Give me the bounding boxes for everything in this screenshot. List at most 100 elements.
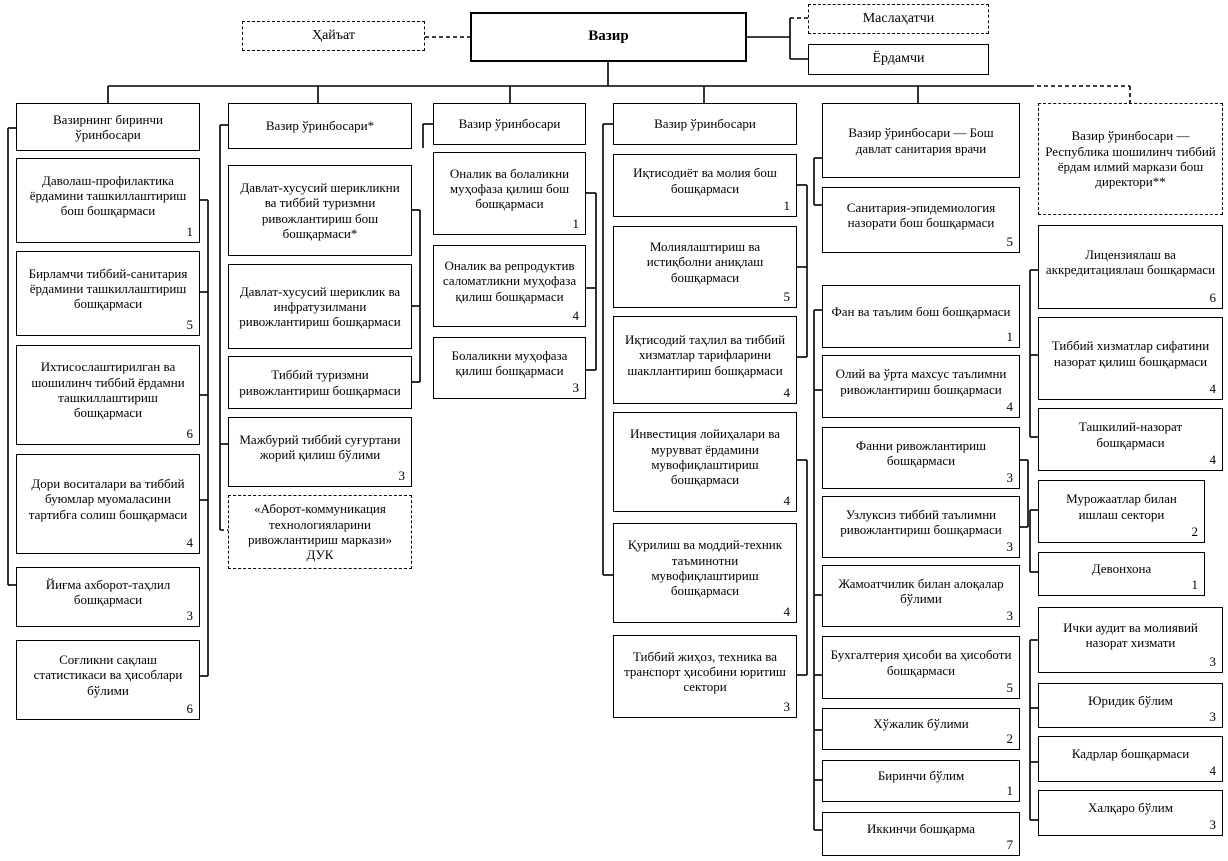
unit-label: Тиббий хизматлар сифатини назорат қилиш … (1051, 338, 1210, 369)
unit-box: Инвестиция лойиҳалари ва мурувват ёрдами… (613, 412, 797, 512)
unit-label: Санитария-эпидемиология назорати бош бош… (846, 199, 996, 230)
advisor-box: Маслаҳатчи (808, 4, 989, 34)
staff-count: 3 (783, 698, 791, 714)
unit-box: Санитария-эпидемиология назорати бош бош… (822, 187, 1020, 253)
staff-count: 2 (1006, 730, 1014, 746)
unit-label: Бирламчи тиббий-санитария ёрдамини ташки… (28, 265, 188, 312)
staff-count: 5 (1006, 679, 1014, 695)
unit-box: Мажбурий тиббий суғуртани жорий қилиш бў… (228, 417, 412, 487)
unit-label: Давлат-хусусий шериклик ва инфратузилман… (239, 283, 401, 330)
staff-count: 3 (1006, 469, 1014, 485)
unit-label: Девонхона (1091, 561, 1152, 577)
minister-label: Вазир (588, 28, 629, 45)
unit-box: Иқтисодий таҳлил ва тиббий хизматлар тар… (613, 316, 797, 404)
unit-label: Бухгалтерия ҳисоби ва ҳисоботи бошқармас… (830, 647, 1012, 678)
unit-box: Ички аудит ва молиявий назорат хизмати 3 (1038, 607, 1223, 673)
unit-box: Соғликни сақлаш статистикаси ва ҳисоблар… (16, 640, 200, 720)
deputy-1-title: Вазирнинг биринчи ўринбосари (53, 111, 163, 142)
unit-box: Тиббий хизматлар сифатини назорат қилиш … (1038, 317, 1223, 400)
unit-label: Иқтисодий таҳлил ва тиббий хизматлар тар… (624, 332, 786, 378)
unit-box: Иқтисодиёт ва молия бош бошқармаси 1 (613, 154, 797, 217)
unit-label: Қурилиш ва моддий-техник таъминотни муво… (627, 537, 783, 599)
unit-box: Оналик ва болаликни муҳофаза қилиш бош б… (433, 152, 586, 235)
unit-label: Даволаш-профилактика ёрдамини ташкиллашт… (29, 172, 187, 219)
unit-box: Узлуксиз тиббий таълимни ривожлантириш б… (822, 496, 1020, 558)
unit-label: Ташкилий-назорат бошқармаси (1078, 419, 1183, 450)
unit-label: Хўжалик бўлими (873, 716, 969, 732)
assistant-label: Ёрдамчи (872, 51, 925, 67)
unit-box: Молиялаштириш ва истиқболни аниқлаш бошқ… (613, 226, 797, 308)
staff-count: 1 (186, 223, 194, 239)
unit-label: Инвестиция лойиҳалари ва мурувват ёрдами… (629, 426, 781, 488)
deputy-6-title: Вазир ўринбосари — Республика шошилинч т… (1045, 128, 1216, 190)
unit-label: Иккинчи бошқарма (866, 821, 976, 837)
unit-box: Халқаро бўлим 3 (1038, 790, 1223, 836)
staff-count: 7 (1006, 836, 1014, 852)
deputy-3-title: Вазир ўринбосари (458, 116, 561, 132)
staff-count: 4 (783, 492, 791, 508)
staff-count: 6 (1209, 289, 1217, 305)
unit-box: Ташкилий-назорат бошқармаси 4 (1038, 408, 1223, 471)
staff-count: 3 (398, 467, 406, 483)
unit-box: Иккинчи бошқарма 7 (822, 812, 1020, 856)
unit-box: Болаликни муҳофаза қилиш бошқармаси 3 (433, 337, 586, 399)
unit-box: Бухгалтерия ҳисоби ва ҳисоботи бошқармас… (822, 636, 1020, 699)
unit-label: Тиббий туризмни ривожлантириш бошқармаси (239, 367, 401, 398)
unit-box: Фан ва таълим бош бошқармаси 1 (822, 285, 1020, 348)
unit-box: Тиббий туризмни ривожлантириш бошқармаси (228, 356, 412, 409)
unit-label: Давлат-хусусий шерикликни ва тиббий тури… (240, 179, 400, 241)
staff-count: 4 (783, 603, 791, 619)
unit-label: Халқаро бўлим (1088, 800, 1173, 816)
staff-count: 1 (1006, 782, 1014, 798)
deputy-5-head: Вазир ўринбосари — Бош давлат санитария … (822, 103, 1020, 178)
unit-box: Дори воситалари ва тиббий буюмлар муомал… (16, 454, 200, 554)
deputy-2-head: Вазир ўринбосари* (228, 103, 412, 149)
unit-label: Тиббий жиҳоз, техника ва транспорт ҳисоб… (624, 648, 786, 695)
unit-box: Тиббий жиҳоз, техника ва транспорт ҳисоб… (613, 635, 797, 718)
unit-box: Кадрлар бошқармаси 4 (1038, 736, 1223, 782)
unit-box: Мурожаатлар билан ишлаш сектори 2 (1038, 480, 1205, 543)
unit-box: Давлат-хусусий шериклик ва инфратузилман… (228, 264, 412, 349)
unit-label: Оналик ва репродуктив саломатликни муҳоф… (442, 258, 577, 304)
unit-label: Фанни ривожлантириш бошқармаси (855, 437, 987, 468)
staff-count: 4 (1209, 380, 1217, 396)
deputy-1-head: Вазирнинг биринчи ўринбосари (16, 103, 200, 151)
minister-box: Вазир (470, 12, 747, 62)
staff-count: 1 (1191, 576, 1199, 592)
unit-box: Юридик бўлим 3 (1038, 683, 1223, 728)
unit-label: Ихтисослаштирилган ва шошилинч тиббий ёр… (31, 359, 185, 421)
staff-count: 4 (1006, 398, 1014, 414)
staff-count: 3 (1209, 653, 1217, 669)
staff-count: 3 (1006, 538, 1014, 554)
unit-label: Ички аудит ва молиявий назорат хизмати (1063, 619, 1198, 650)
council-label: Ҳайъат (311, 27, 356, 43)
unit-label: Олий ва ўрта махсус таълимни ривожлантир… (835, 366, 1007, 397)
unit-label: Кадрлар бошқармаси (1071, 746, 1190, 762)
unit-box: Ихтисослаштирилган ва шошилинч тиббий ёр… (16, 345, 200, 445)
staff-count: 6 (186, 700, 194, 716)
unit-label: Фан ва таълим бош бошқармаси (831, 303, 1011, 319)
staff-count: 5 (1006, 233, 1014, 249)
unit-box: Девонхона 1 (1038, 552, 1205, 596)
unit-box: Қурилиш ва моддий-техник таъминотни муво… (613, 523, 797, 623)
unit-box: Оналик ва репродуктив саломатликни муҳоф… (433, 245, 586, 327)
unit-box: Фанни ривожлантириш бошқармаси 3 (822, 427, 1020, 489)
staff-count: 4 (783, 384, 791, 400)
staff-count: 3 (572, 379, 580, 395)
assistant-box: Ёрдамчи (808, 44, 989, 75)
deputy-4-title: Вазир ўринбосари (654, 116, 756, 132)
unit-label: Лицензиялаш ва аккредитациялаш бошқармас… (1045, 246, 1216, 277)
deputy-5-title: Вазир ўринбосари — Бош давлат санитария … (848, 125, 994, 156)
unit-box: Биринчи бўлим 1 (822, 760, 1020, 802)
staff-count: 1 (572, 215, 580, 231)
unit-label: Биринчи бўлим (877, 768, 965, 784)
staff-count: 3 (186, 607, 194, 623)
council-box: Ҳайъат (242, 21, 425, 51)
unit-label: Молиялаштириш ва истиқболни аниқлаш бошқ… (646, 239, 764, 285)
unit-label: Жамоатчилик билан алоқалар бўлими (838, 575, 1004, 606)
unit-label: Мажбурий тиббий суғуртани жорий қилиш бў… (239, 431, 401, 462)
unit-box: Бирламчи тиббий-санитария ёрдамини ташки… (16, 251, 200, 336)
staff-count: 4 (1209, 451, 1217, 467)
